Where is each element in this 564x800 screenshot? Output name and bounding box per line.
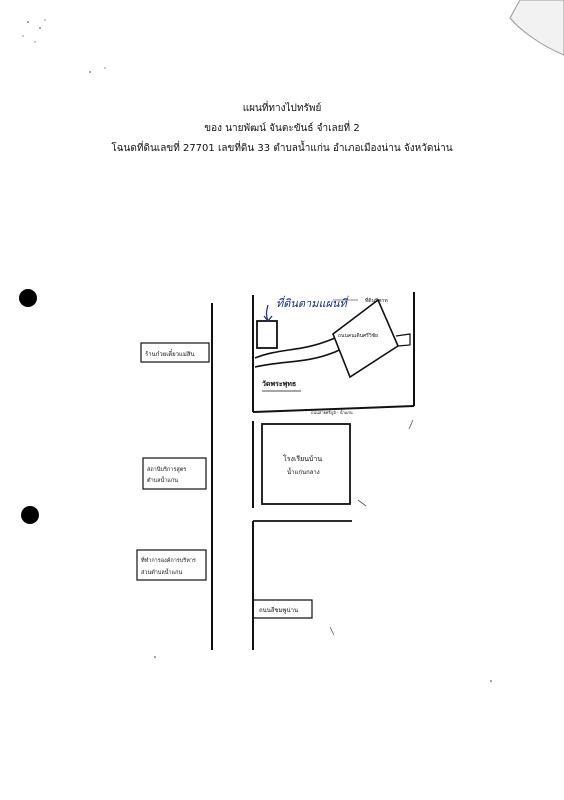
left-box-3-line2: ส่วนตำบลน้ำแก่น bbox=[141, 568, 182, 576]
left-box-2 bbox=[142, 457, 207, 490]
pencil-mark-3 bbox=[408, 419, 414, 430]
folded-corner bbox=[509, 0, 564, 56]
punch-hole-top bbox=[19, 289, 37, 307]
pencil-mark-1 bbox=[357, 499, 367, 507]
bottom-box-label: ถนนสีชมพูน่าน bbox=[259, 606, 298, 614]
temple-label: วัดพระพุทธ bbox=[262, 380, 296, 388]
building-label: ถนนคนเดินศรีวิชัย bbox=[338, 332, 378, 339]
punch-hole-bottom bbox=[21, 506, 39, 524]
school-label-line1: โรงเรียนบ้าน bbox=[283, 454, 322, 463]
left-box-1 bbox=[140, 342, 210, 363]
plot-arrow-head bbox=[263, 315, 273, 322]
left-box-2-line2: ตำบลน้ำแก่น bbox=[147, 476, 178, 484]
document-title: แผนที่ทางไปทรัพย์ bbox=[242, 103, 322, 114]
left-box-2-line1: สถานีบริการสูตร bbox=[147, 466, 186, 473]
owner-line: ของ นายพัฒน์ จันตะขันธ์ จำเลยที่ 2 bbox=[204, 123, 360, 134]
left-box-3 bbox=[136, 549, 207, 581]
target-plot bbox=[256, 320, 278, 349]
upper-block-bottom bbox=[252, 405, 415, 413]
school-label-line2: น้ำแก่นกลาง bbox=[287, 466, 320, 476]
handwritten-plot-label: ที่ดินตามแผนที่ bbox=[276, 295, 349, 310]
school-block bbox=[261, 423, 351, 505]
lane-upper-line bbox=[254, 331, 351, 359]
lane-lower-line bbox=[254, 343, 353, 368]
left-box-1-label: ร้านก๋วยเตี๋ยวแม่สิน bbox=[145, 349, 195, 358]
building-notch bbox=[395, 333, 411, 347]
deed-line: โฉนดที่ดินเลขที่ 27701 เลขที่ดิน 33 ตำบล… bbox=[111, 143, 453, 154]
pencil-mark-2 bbox=[329, 626, 335, 636]
scan-speckles bbox=[22, 19, 492, 682]
left-box-3-line1: ที่ทำการองค์การบริหาร bbox=[141, 556, 196, 564]
side-road-label: ถนนสายศรีภูมิ - น้ำแก่น bbox=[311, 408, 353, 416]
bottom-box bbox=[253, 599, 313, 619]
